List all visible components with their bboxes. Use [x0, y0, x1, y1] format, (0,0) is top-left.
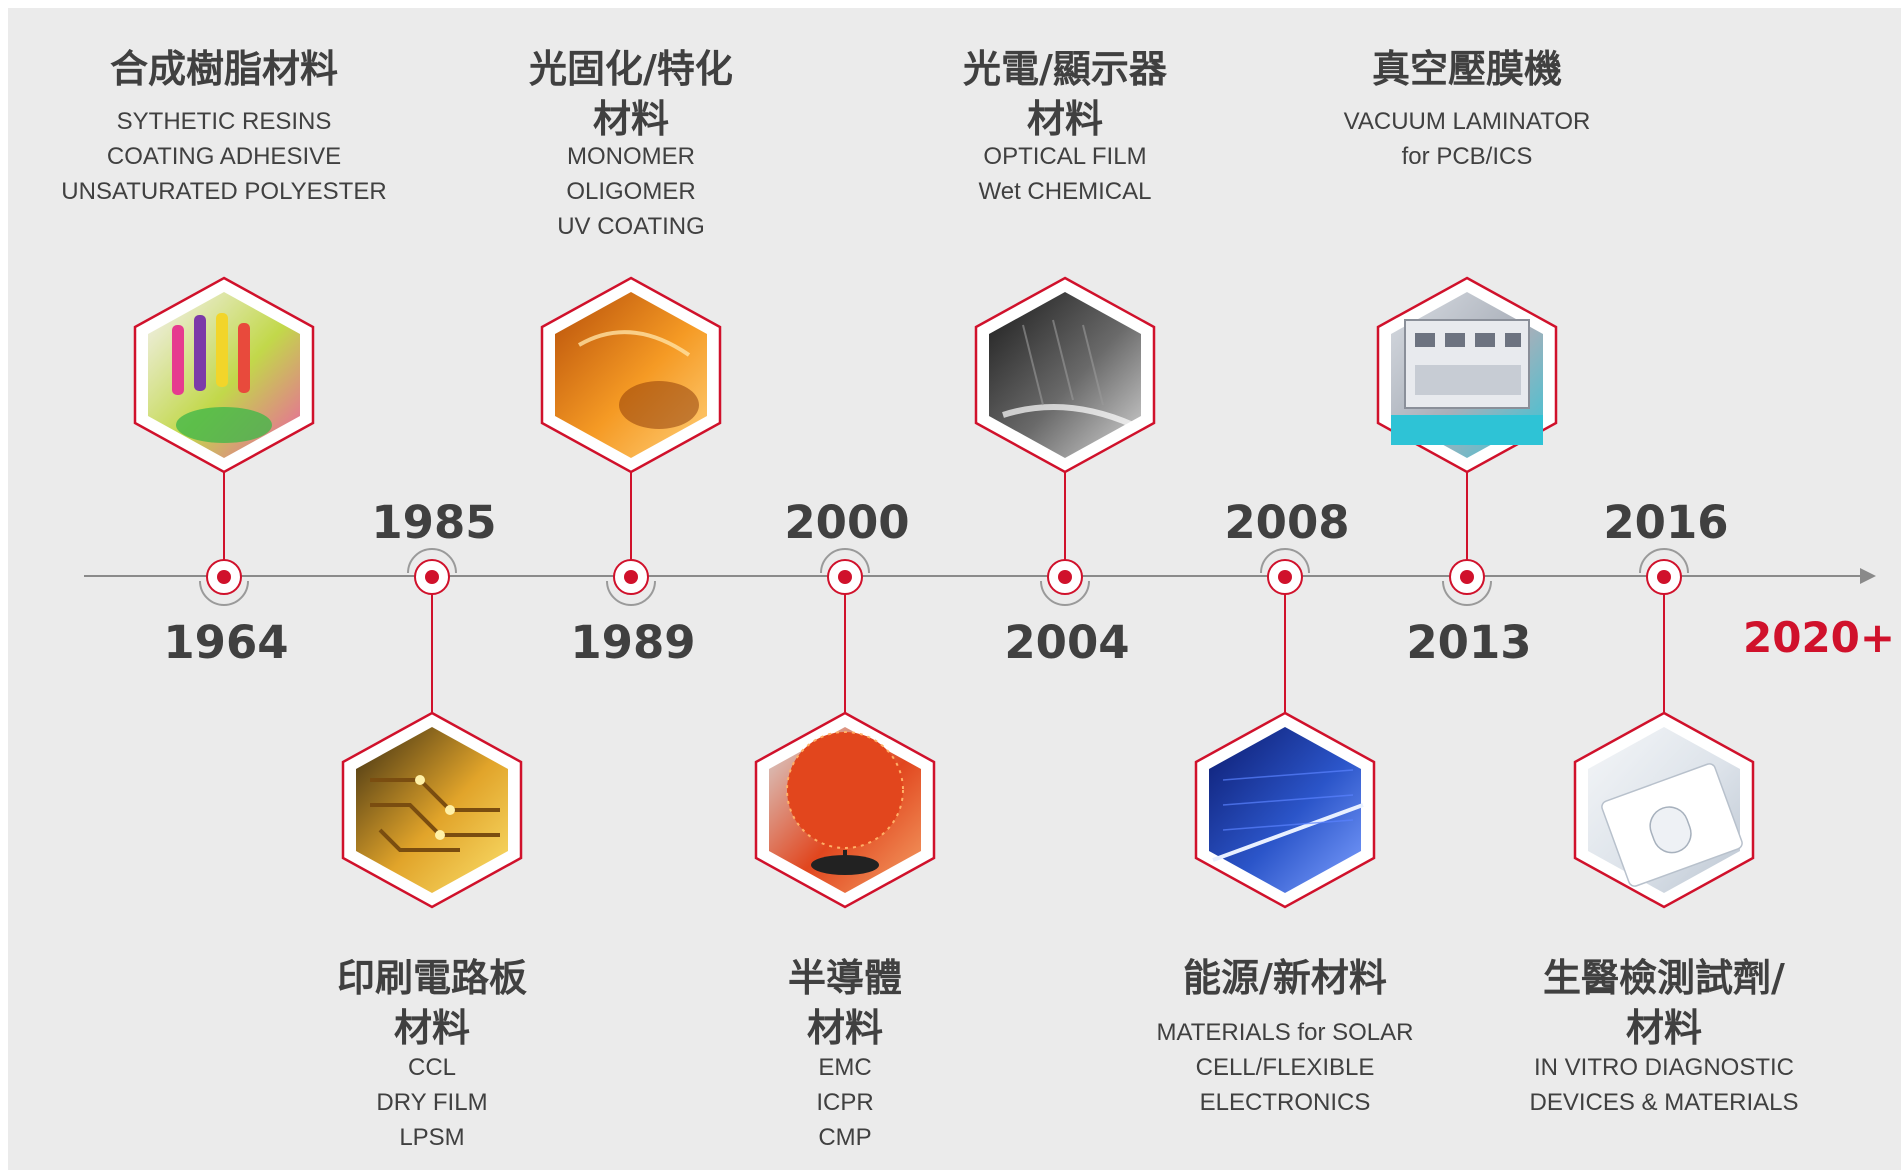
milestone-title: 生醫檢測試劑/材料 [1543, 956, 1785, 1050]
timeline-marker-icon [1442, 559, 1492, 606]
timeline-stem [1284, 594, 1286, 712]
description-line: VACUUM LAMINATOR [1343, 108, 1591, 135]
timeline-marker-icon [407, 548, 457, 595]
timeline-stem [223, 455, 225, 560]
milestone-title: 能源/新材料 [1183, 956, 1387, 1000]
description-line: MATERIALS for SOLAR [1156, 1019, 1414, 1046]
timeline-stem [630, 455, 632, 560]
year-label-2008: 2008 [1224, 496, 1350, 549]
milestone-title: 印刷電路板材料 [336, 956, 527, 1050]
orange-liquid-icon [540, 276, 722, 474]
timeline-arrow-icon [1860, 568, 1876, 584]
milestone-description: MONOMER OLIGOMER UV COATING [461, 139, 801, 244]
description-line: EMC [818, 1054, 872, 1081]
description-line: Wet CHEMICAL [978, 178, 1152, 205]
description-line: OPTICAL FILM [983, 143, 1147, 170]
description-line: DEVICES & MATERIALS [1529, 1089, 1799, 1116]
milestone-description: VACUUM LAMINATOR for PCB/ICS [1297, 104, 1637, 174]
timeline-stem [431, 594, 433, 712]
description-line: OLIGOMER [566, 178, 696, 205]
laminator-machine-icon [1376, 276, 1558, 474]
milestone-description: CCL DRY FILM LPSM [262, 1050, 602, 1155]
description-line: CMP [818, 1124, 872, 1151]
year-label-2000: 2000 [784, 496, 910, 549]
timeline-marker-icon [1040, 559, 1090, 606]
milestone-description: SYTHETIC RESINS COATING ADHESIVE UNSATURAT… [54, 104, 394, 209]
description-line: MONOMER [567, 143, 695, 170]
description-line: SYTHETIC RESINS [116, 108, 332, 135]
test-kit-icon [1573, 711, 1755, 909]
optical-film-icon [974, 276, 1156, 474]
timeline-axis [84, 575, 1864, 577]
milestone-description: OPTICAL FILM Wet CHEMICAL [895, 139, 1235, 209]
timeline-stem [1466, 455, 1468, 560]
timeline-marker-icon [820, 548, 870, 595]
description-line: IN VITRO DIAGNOSTIC [1533, 1054, 1794, 1081]
milestone-title: 合成樹脂材料 [109, 47, 338, 91]
solar-cell-icon [1194, 711, 1376, 909]
milestone-description: MATERIALS for SOLAR CELL/FLEXIBLE ELECTRON… [1115, 1015, 1455, 1120]
description-line: UNSATURATED POLYESTER [61, 178, 387, 205]
description-line: CELL/FLEXIBLE [1195, 1054, 1375, 1081]
description-line: ICPR [816, 1089, 874, 1116]
description-line: LPSM [399, 1124, 465, 1151]
milestone-title: 光電/顯示器材料 [963, 47, 1167, 141]
year-label-1985: 1985 [371, 496, 497, 549]
timeline-stem [1064, 455, 1066, 560]
test-tubes-icon [133, 276, 315, 474]
year-label-2016: 2016 [1603, 496, 1729, 549]
milestone-title: 半導體材料 [787, 956, 902, 1050]
description-line: ELECTRONICS [1199, 1089, 1371, 1116]
description-line: UV COATING [557, 213, 705, 240]
description-line: for PCB/ICS [1401, 143, 1533, 170]
year-label-2004: 2004 [1004, 616, 1130, 669]
timeline-stem [844, 594, 846, 712]
circuit-board-icon [341, 711, 523, 909]
timeline-marker-icon [199, 559, 249, 606]
timeline-stem [1663, 594, 1665, 712]
description-line: DRY FILM [376, 1089, 488, 1116]
year-label-1989: 1989 [570, 616, 696, 669]
year-label-final: 2020+ [1743, 613, 1896, 662]
timeline-marker-icon [1260, 548, 1310, 595]
milestone-description: IN VITRO DIAGNOSTIC DEVICES & MATERIALS [1494, 1050, 1834, 1120]
milestone-description: EMC ICPR CMP [675, 1050, 1015, 1155]
year-label-1964: 1964 [163, 616, 289, 669]
year-label-2013: 2013 [1406, 616, 1532, 669]
description-line: COATING ADHESIVE [106, 143, 342, 170]
timeline-marker-icon [606, 559, 656, 606]
timeline-marker-icon [1639, 548, 1689, 595]
milestone-title: 真空壓膜機 [1371, 47, 1562, 91]
description-line: CCL [407, 1054, 456, 1081]
timeline-panel [8, 8, 1901, 1170]
milestone-title: 光固化/特化材料 [529, 47, 733, 141]
wafer-droplet-icon [754, 711, 936, 909]
